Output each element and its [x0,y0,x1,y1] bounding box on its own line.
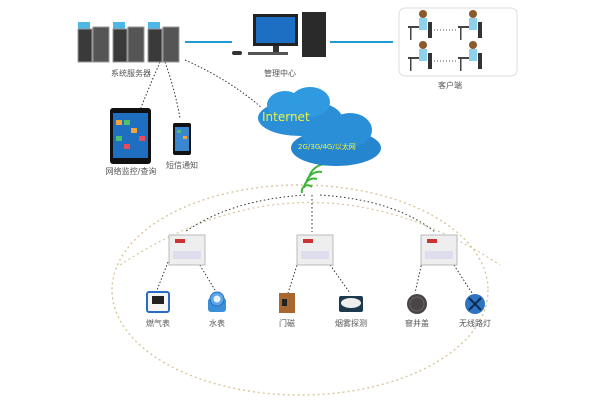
servers-label: 系统服务器 [111,69,151,78]
device-label-manhole-cover: 窨井盖 [405,319,429,328]
client-workstations-icon [398,7,518,77]
smartphone-icon [173,123,191,155]
management-label: 管理中心 [264,69,296,78]
link-hub-right [319,194,436,233]
device-label-gas-meter: 燃气表 [146,319,170,328]
device-label-wireless-streetlight: 无线路灯 [459,319,491,328]
cloud-internet-label: Internet [262,110,310,124]
gas-meter-icon [146,291,170,313]
clients-label: 客户端 [438,81,462,90]
manhole-cover-icon [407,294,427,314]
server-rack-icon [77,22,180,63]
device-label-door-sensor: 门磁 [279,319,295,328]
cloud-network-icon [291,113,381,166]
door-sensor-icon [279,293,295,313]
cloud-network-label: 2G/3G/4G/以太网 [298,143,356,151]
tablet-icon [110,108,151,164]
concentrator-left [168,234,206,266]
concentrator-right [420,234,458,266]
link-hub-left [184,194,306,233]
smoke-detector-icon [339,296,363,312]
phone-label: 短信通知 [166,161,198,170]
desktop-computer-icon [232,12,326,57]
link-servers-phone [164,61,181,119]
sensor-network-boundary [111,184,489,396]
water-meter-icon [208,291,226,312]
device-links [156,261,473,294]
wireless-signal-icon [300,162,328,194]
link-servers-tablet [139,61,161,111]
device-label-smoke-detector: 烟雾探测 [335,319,367,328]
wireless-streetlight-icon [465,294,485,314]
concentrator-center [296,234,334,266]
tablet-label: 网络监控/查询 [105,167,157,176]
device-label-water-meter: 水表 [209,319,225,328]
